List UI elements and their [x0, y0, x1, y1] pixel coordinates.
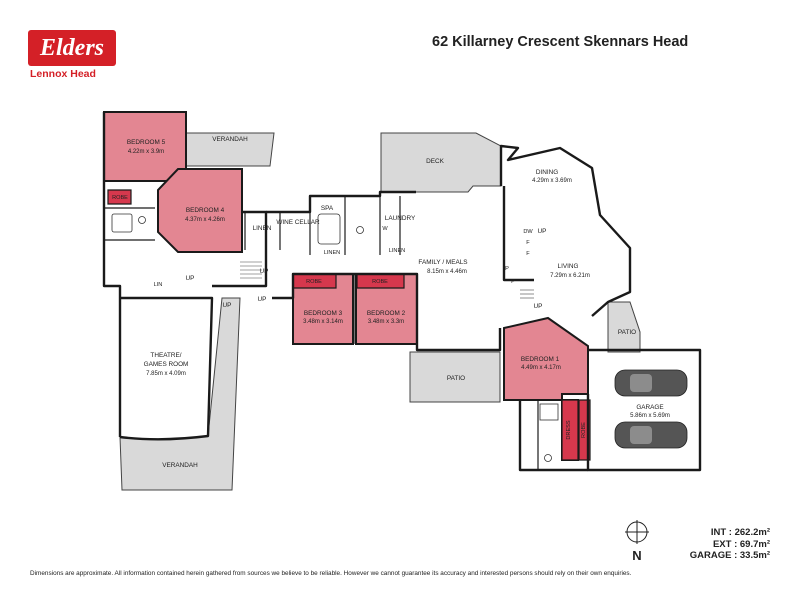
ensuite-shower: [539, 403, 559, 421]
fridge-marker-2: F: [526, 251, 530, 257]
up-marker-3: UP: [258, 296, 267, 303]
up-marker-6: UP: [534, 303, 543, 310]
linen2-label: LINEN: [324, 250, 340, 256]
bedroom2-label: BEDROOM 2: [367, 310, 406, 317]
wine-cellar-label: WINE CELLAR: [276, 219, 320, 226]
bedroom4-dim: 4.37m x 4.26m: [185, 217, 225, 223]
area-int: INT : 262.2m²: [710, 527, 770, 538]
garage-dim: 5.86m x 5.69m: [630, 413, 670, 419]
garage-label: GARAGE: [636, 404, 663, 411]
patio-right-label: PATIO: [618, 329, 636, 336]
toilet-ensuite: [544, 454, 552, 462]
bedroom1-dim: 4.49m x 4.17m: [521, 365, 561, 371]
wing-wall: [212, 210, 268, 288]
robe-bedroom5: [107, 189, 132, 205]
linen1-label: LINEN: [253, 225, 272, 232]
ensuite-wall: [518, 400, 588, 472]
theatre-dim: 7.85m x 4.09m: [146, 371, 186, 377]
robe-b1-label: ROBE: [581, 422, 587, 438]
living-dim: 7.29m x 6.21m: [550, 273, 590, 279]
laundry-label: LAUNDRY: [385, 215, 416, 222]
area-summary: INT : 262.2m² EXT : 69.7m² GARAGE : 33.5…: [690, 527, 770, 562]
garage-wall: [586, 348, 702, 472]
toilet-b5: [138, 216, 146, 224]
theatre-wall: [119, 296, 214, 441]
patio-mid-area: [409, 351, 501, 403]
core-wall-bottom: [272, 272, 502, 352]
linen3-label: LINEN: [389, 248, 405, 254]
living-wall: [499, 144, 632, 317]
dining-label: DINING: [536, 169, 558, 176]
lin-label: LIN: [154, 282, 163, 288]
bedroom4-label: BEDROOM 4: [186, 207, 225, 214]
dress-label: DRESS: [566, 420, 572, 440]
up-marker-2: UP: [260, 268, 269, 275]
robe-b5-label: ROBE: [112, 195, 128, 201]
living-label: LIVING: [558, 263, 579, 270]
elders-wordmark: Elders: [28, 30, 116, 66]
w-label: W: [382, 226, 388, 232]
patio-right-area: [607, 301, 641, 353]
core-wall-top: [266, 190, 416, 214]
family-dim: 8.15m x 4.46m: [427, 269, 467, 275]
kitchen-wall: [502, 186, 534, 282]
compass-icon: N: [625, 520, 649, 563]
verandah-bottom-label: VERANDAH: [162, 462, 198, 469]
compass-label: N: [632, 548, 641, 563]
bedroom5-dim: 4.22m x 3.9m: [128, 149, 164, 155]
dining-dim: 4.29m x 3.69m: [532, 178, 572, 184]
bedroom5-area: [103, 111, 187, 182]
up-marker-1: UP: [186, 275, 195, 282]
elders-logo: Elders Lennox Head: [28, 30, 118, 80]
robe-b2-label: ROBE: [372, 279, 388, 285]
deck-label: DECK: [426, 158, 444, 165]
bedroom3-label: BEDROOM 3: [304, 310, 343, 317]
pantry-marker-2: P: [511, 279, 515, 285]
area-ext: EXT : 69.7m²: [712, 538, 770, 550]
area-garage: GARAGE : 33.5m²: [689, 550, 770, 561]
elders-location: Lennox Head: [30, 68, 96, 80]
dress-area: [561, 399, 579, 461]
dw-marker: DW: [523, 229, 533, 235]
patio-mid-label: PATIO: [447, 375, 465, 382]
spa-label: SPA: [321, 205, 334, 212]
bath-b5: [111, 213, 133, 233]
theatre-label-1: THEATRE/: [150, 352, 181, 359]
bedroom3-dim: 3.48m x 3.14m: [303, 319, 343, 325]
up-marker-4: UP: [223, 302, 232, 309]
family-label: FAMILY / MEALS: [418, 259, 467, 266]
fridge-marker-1: F: [526, 240, 530, 246]
bedroom4-area: [157, 168, 243, 253]
robe-b3-label: ROBE: [306, 279, 322, 285]
pantry-marker-1: P: [505, 266, 509, 272]
theatre-label-2: GAMES ROOM: [144, 361, 189, 368]
property-address: 62 Killarney Crescent Skennars Head: [432, 34, 689, 50]
bedroom2-dim: 3.48m x 3.3m: [368, 319, 404, 325]
up-marker-5: UP: [538, 228, 547, 235]
toilet-main: [356, 226, 364, 234]
bedroom5-label: BEDROOM 5: [127, 139, 166, 146]
verandah-top-label: VERANDAH: [212, 136, 248, 143]
disclaimer: Dimensions are approximate. All informat…: [30, 570, 632, 577]
spa-tub: [317, 213, 341, 245]
bedroom1-label: BEDROOM 1: [521, 356, 560, 363]
outer-wall-west: [102, 112, 122, 437]
